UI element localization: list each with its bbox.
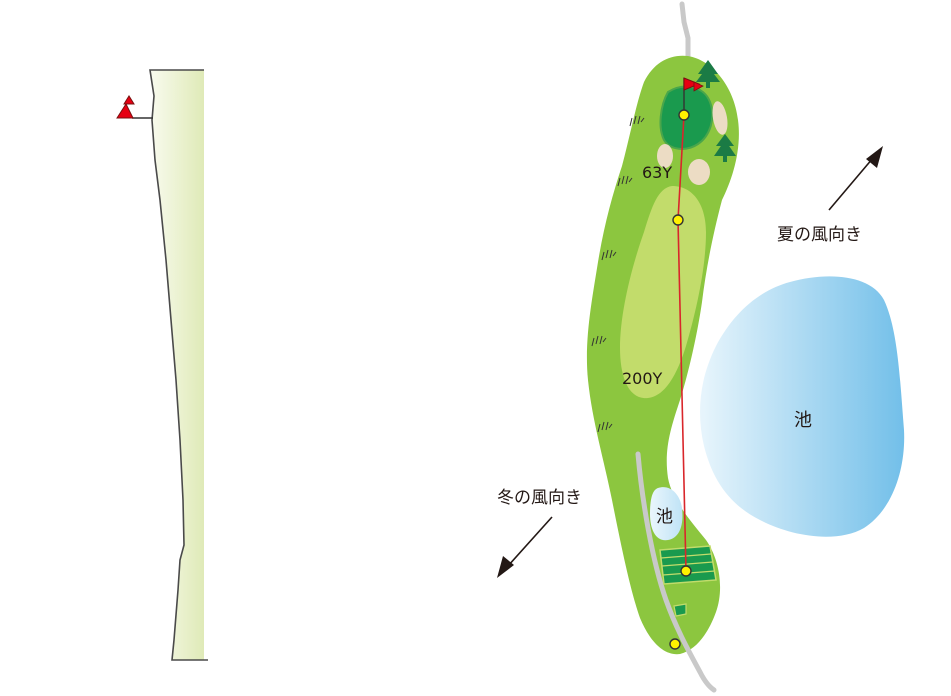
marker-tee xyxy=(680,565,692,577)
pond-large xyxy=(700,276,905,537)
pond-large-label: 池 xyxy=(794,410,812,431)
marker-back-tee xyxy=(669,638,681,650)
tree-icon xyxy=(714,134,736,162)
bunker-right-green xyxy=(712,101,728,135)
pond-small-label: 池 xyxy=(656,507,673,527)
cart-path-top xyxy=(679,1,691,61)
wind-winter-arrow-icon xyxy=(497,516,553,578)
rough-hatches xyxy=(591,115,645,433)
pond-small xyxy=(650,487,683,541)
hole-layout xyxy=(586,55,739,693)
marker-green xyxy=(678,109,690,121)
bunker-front-left xyxy=(657,144,673,168)
green-fringe xyxy=(659,85,714,150)
marker-landing xyxy=(672,214,684,226)
fairway xyxy=(620,186,706,399)
distance-label-green: 63Y xyxy=(642,163,672,182)
wind-summer-label: 夏の風向き xyxy=(777,225,862,245)
wind-winter-label: 冬の風向き xyxy=(497,488,582,508)
distance-label-fairway: 200Y xyxy=(622,369,663,388)
elevation-profile xyxy=(116,69,208,661)
pin-flag-icon xyxy=(683,77,704,114)
tree-icon xyxy=(696,60,720,88)
elevation-profile-fill xyxy=(150,70,204,660)
wind-summer-arrow-icon xyxy=(828,146,883,211)
elevation-flag-icon xyxy=(116,95,135,119)
cart-path-bottom xyxy=(635,451,717,693)
tee-grounds xyxy=(659,545,717,617)
elevation-profile-outline xyxy=(149,69,208,661)
bunker-front-right xyxy=(688,159,710,185)
